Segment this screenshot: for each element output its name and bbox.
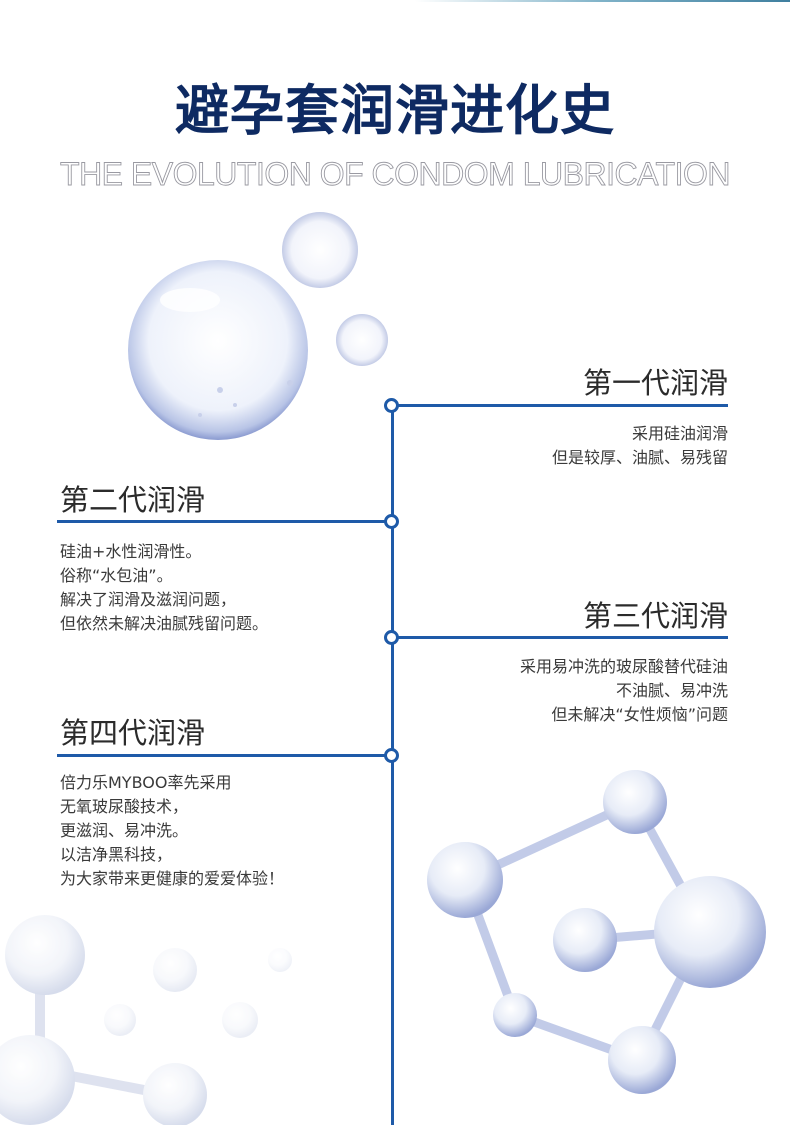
top-accent-line [415,0,790,2]
molecule-illustration [427,770,766,1094]
gen1-line: 采用硅油润滑 [631,424,728,443]
large-droplet [128,260,308,440]
gen4-line: 无氧玻尿酸技术， [60,797,189,816]
gen3-line: 采用易冲洗的玻尿酸替代硅油 [519,657,728,676]
water-droplets-illustration [128,212,388,440]
gen4-divider [57,754,392,757]
page-subtitle: THE EVOLUTION OF CONDOM LUBRICATION [60,156,731,193]
gen3-title: 第三代润滑 [582,599,728,633]
gen2-line: 俗称“水包油”。 [60,566,173,585]
gen1-title: 第一代润滑 [582,366,728,400]
gen4-line: 倍力乐MYBOO率先采用 [60,773,232,792]
gen4-title: 第四代润滑 [60,716,206,750]
timeline-vertical-line [391,405,394,1125]
gen2-line: 但依然未解决油腻残留问题。 [60,614,269,633]
gen3-line: 但未解决“女性烦恼”问题 [551,705,728,724]
gen4-node [384,748,399,763]
medium-droplet [282,212,358,288]
gen1-node [384,398,399,413]
faded-molecules-background [0,915,292,1125]
gen2-description: 硅油+水性润滑性。 俗称“水包油”。 解决了润滑及滋润问题， 但依然未解决油腻残… [60,540,268,636]
gen3-description: 采用易冲洗的玻尿酸替代硅油 不油腻、易冲洗 但未解决“女性烦恼”问题 [520,655,728,727]
gen2-title: 第二代润滑 [60,483,206,517]
gen1-description: 采用硅油润滑 但是较厚、油腻、易残留 [552,422,728,470]
gen4-line: 为大家带来更健康的爱爱体验！ [60,869,285,888]
gen2-line: 解决了润滑及滋润问题， [60,590,237,609]
gen3-divider [392,636,728,639]
gen1-line: 但是较厚、油腻、易残留 [551,448,728,467]
gen1-divider [392,404,728,407]
gen3-node [384,630,399,645]
gen3-line: 不油腻、易冲洗 [615,681,728,700]
gen4-description: 倍力乐MYBOO率先采用 无氧玻尿酸技术， 更滋润、易冲洗。 以洁净黑科技， 为… [60,771,284,891]
gen2-node [384,514,399,529]
gen4-line: 更滋润、易冲洗。 [60,821,189,840]
page-title: 避孕套润滑进化史 [175,79,615,142]
gen2-line: 硅油+水性润滑性。 [60,542,202,561]
small-droplet [336,314,388,366]
gen4-line: 以洁净黑科技， [60,845,173,864]
gen2-divider [57,520,392,523]
